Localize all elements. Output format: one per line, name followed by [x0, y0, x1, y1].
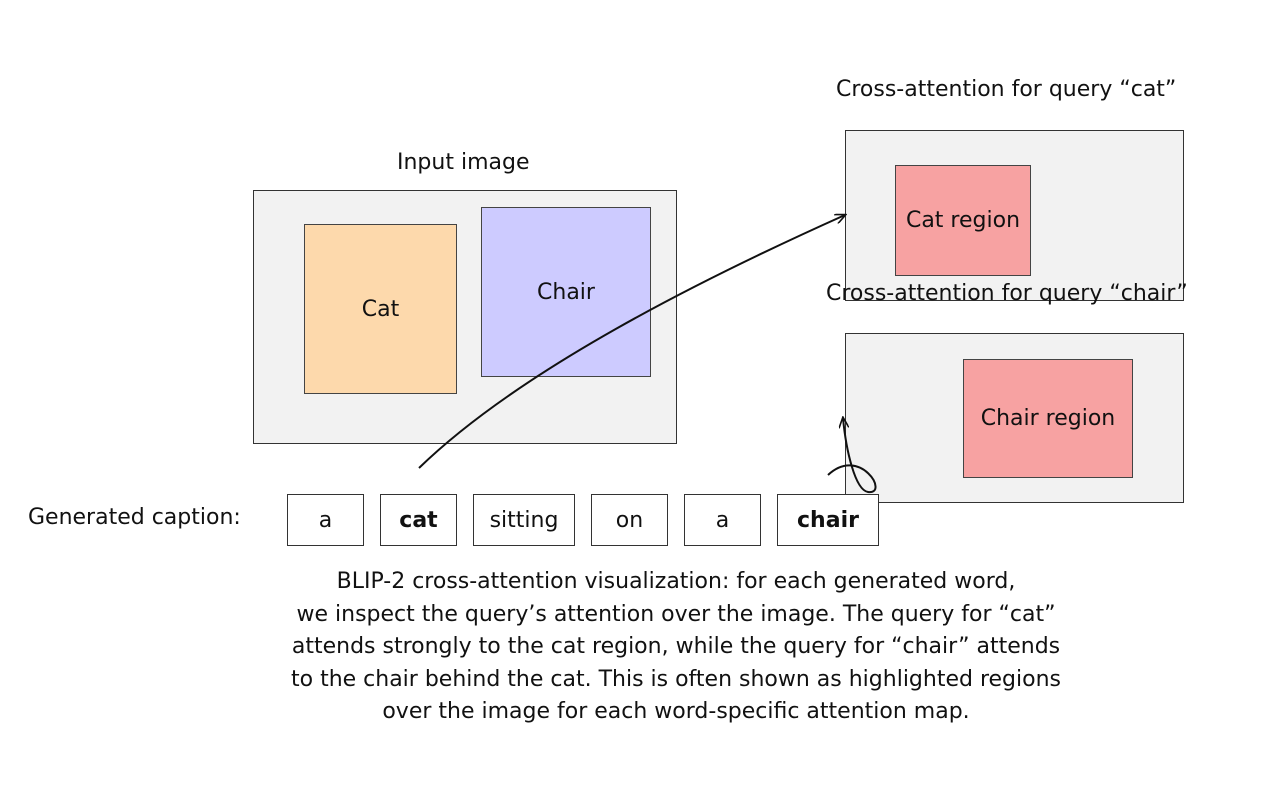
caption-word: a	[287, 494, 364, 546]
generated-caption-label: Generated caption:	[28, 505, 241, 530]
attention-chair-title: Cross-attention for query “chair”	[826, 281, 1188, 306]
chair-region-input: Chair	[481, 207, 651, 377]
cat-attention-region: Cat region	[895, 165, 1031, 276]
input-image-title: Input image	[397, 150, 530, 175]
caption-word-chair: chair	[777, 494, 879, 546]
caption-word: sitting	[473, 494, 575, 546]
figure-caption-line: we inspect the query’s attention over th…	[296, 601, 1056, 627]
figure-caption-line: to the chair behind the cat. This is oft…	[290, 666, 1061, 692]
chair-attention-region: Chair region	[963, 359, 1133, 478]
figure-caption-line: BLIP-2 cross-attention visualization: fo…	[336, 569, 1016, 594]
figure-caption: BLIP-2 cross-attention visualization: fo…	[231, 566, 1121, 729]
arrow-cat-to-attention	[418, 215, 845, 469]
caption-word: on	[591, 494, 668, 546]
chair-region-label: Chair region	[980, 406, 1116, 431]
figure-caption-line: attends strongly to the cat region, whil…	[291, 634, 1061, 659]
attention-cat-title: Cross-attention for query “cat”	[836, 77, 1177, 102]
caption-word: a	[684, 494, 761, 546]
cat-label: Cat	[361, 296, 400, 322]
caption-word-cat: cat	[380, 494, 457, 546]
figure-caption-line: over the image for each word-specific at…	[382, 699, 970, 724]
cat-region-label: Cat region	[905, 208, 1021, 233]
arrow-chair-to-attention	[827, 418, 877, 494]
chair-label: Chair	[537, 280, 595, 305]
cat-region-input: Cat	[304, 224, 457, 394]
